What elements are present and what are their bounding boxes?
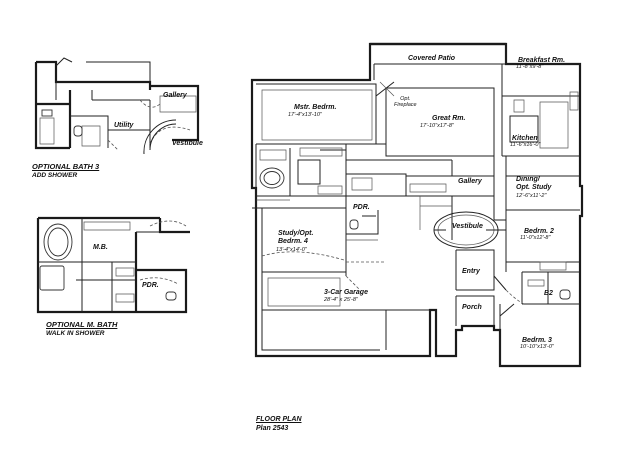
inset-optional-master-bath xyxy=(36,216,190,314)
covered-patio-label: Covered Patio xyxy=(408,55,456,62)
great-room-dimensions: 17'-10"x17'-8" xyxy=(420,123,454,129)
breakfast-room-label: Breakfast Rm. xyxy=(518,57,566,64)
inset-gallery-label: Gallery xyxy=(163,92,187,99)
kitchen-dimensions: 11'-6"x16'-0" xyxy=(510,142,541,148)
optional-bath3-subtitle: ADD SHOWER xyxy=(32,172,78,179)
bedroom3-dimensions: 10'-10"x13'-0" xyxy=(520,344,554,350)
vestibule-label: Vestibule xyxy=(452,223,483,230)
entry-label: Entry xyxy=(462,268,480,275)
garage-dimensions: 28'-4" x 25'-8" xyxy=(324,297,358,303)
optional-bath3-title: OPTIONAL BATH 3 xyxy=(32,162,100,171)
inset-vestibule-label: Vestibule xyxy=(172,140,203,147)
porch-label: Porch xyxy=(462,304,482,311)
kitchen-label: Kitchen xyxy=(512,135,538,142)
master-bedroom-label: Mstr. Bedrm. xyxy=(294,104,337,111)
dining-study-label: Dining/ Opt. Study xyxy=(516,176,552,191)
breakfast-room-dimensions: 11'-8"x9'-8" xyxy=(516,64,544,70)
bedroom2-dimensions: 11'-0"x12'-8" xyxy=(520,235,551,241)
inset-mb-label: M.B. xyxy=(93,244,108,251)
bedroom3-label: Bedrm. 3 xyxy=(522,337,552,344)
plan-title-line1: FLOOR PLAN xyxy=(256,416,302,423)
optional-master-bath-title: OPTIONAL M. BATH xyxy=(46,320,118,329)
powder-room-label: PDR. xyxy=(353,204,370,211)
fireplace-label: Opt. Fireplace xyxy=(394,96,417,109)
inset-utility-label: Utility xyxy=(114,122,134,129)
gallery-label: Gallery xyxy=(458,178,482,185)
garage-label: 3-Car Garage xyxy=(324,289,368,296)
master-bedroom-dimensions: 17'-4"x13'-10" xyxy=(288,112,322,118)
great-room-label: Great Rm. xyxy=(432,115,466,122)
inset-optional-bath3 xyxy=(34,57,200,155)
study-bedroom4-dimensions: 13'-4"x14'-0" xyxy=(276,247,307,253)
dining-study-dimensions: 12'-6"x11'-2" xyxy=(516,193,547,199)
bath2-label: B2 xyxy=(544,290,553,297)
inset-pdr-label: PDR. xyxy=(142,282,159,289)
optional-master-bath-subtitle: WALK IN SHOWER xyxy=(46,330,105,337)
plan-title-line2: Plan 2543 xyxy=(256,425,289,432)
main-plan xyxy=(250,42,584,368)
bedroom2-label: Bedrm. 2 xyxy=(524,228,554,235)
study-bedroom4-label: Study/Opt. Bedrm. 4 xyxy=(278,230,314,245)
